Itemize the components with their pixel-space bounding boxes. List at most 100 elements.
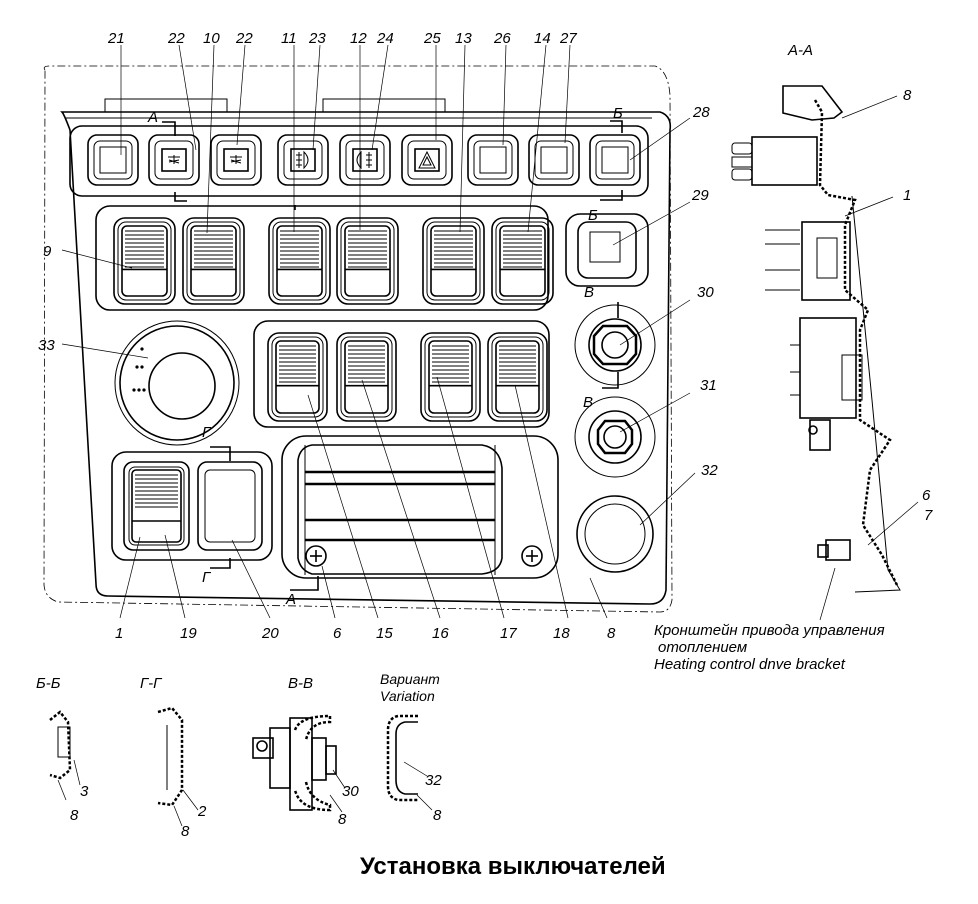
bb-callout-3: 3 xyxy=(80,783,89,800)
variant-label: Вариант Variation xyxy=(380,671,440,705)
callout-23: 23 xyxy=(308,30,326,47)
callout-22: 22 xyxy=(167,30,185,47)
rocker-15[interactable] xyxy=(267,332,328,422)
section-gg-title: Г-Г xyxy=(140,675,163,692)
rocker-12[interactable] xyxy=(336,217,399,305)
rocker-9[interactable] xyxy=(113,217,176,305)
section-bb-view xyxy=(49,710,81,801)
cut-label-v-top: В xyxy=(584,284,594,301)
switch-22[interactable] xyxy=(210,134,262,186)
knob-30[interactable] xyxy=(574,304,656,386)
section-aa-view xyxy=(731,85,901,593)
rocker-14[interactable] xyxy=(491,217,554,305)
front-view-panel xyxy=(43,65,673,613)
bb-callout-8: 8 xyxy=(70,807,79,824)
hazard-triangle-icon xyxy=(414,148,440,172)
section-aa-title: А-А xyxy=(787,42,813,59)
lamp-icon xyxy=(161,148,187,172)
cut-label-v-bottom: В xyxy=(583,394,593,411)
rocker-label-hatch xyxy=(280,230,319,268)
callout-20: 20 xyxy=(261,625,279,642)
page-title: Установка выключателей xyxy=(360,853,666,880)
plug-32 xyxy=(576,495,654,573)
blank-icon xyxy=(540,146,568,174)
rocker-18[interactable] xyxy=(487,332,548,422)
rocker-11[interactable] xyxy=(268,217,331,305)
rocker-label-hatch xyxy=(348,345,385,383)
rocker-label-hatch xyxy=(279,345,316,383)
rocker-10[interactable] xyxy=(182,217,245,305)
callout-18: 18 xyxy=(553,625,570,642)
rocker-label-hatch xyxy=(348,230,387,268)
rocker-label-hatch xyxy=(432,345,469,383)
callout-25: 25 xyxy=(423,30,441,47)
variant-label-en: Variation xyxy=(380,688,435,704)
knob-31[interactable] xyxy=(574,396,656,478)
callout-8: 8 xyxy=(607,625,616,642)
callout-10: 10 xyxy=(203,30,220,47)
callout-13: 13 xyxy=(455,30,472,47)
gg-callout-2: 2 xyxy=(197,803,207,820)
fog-light-front-icon xyxy=(290,148,316,172)
callout-14: 14 xyxy=(534,30,551,47)
aa-callout-1: 1 xyxy=(903,187,911,204)
section-vv-view xyxy=(252,714,346,813)
vv-callout-30: 30 xyxy=(342,783,359,800)
callout-32: 32 xyxy=(701,462,718,479)
cut-label-g-top: Г xyxy=(202,424,212,441)
cut-label-g-bottom: Г xyxy=(202,569,212,586)
callout-28: 28 xyxy=(692,104,710,121)
switch-22[interactable] xyxy=(148,134,200,186)
callout-31: 31 xyxy=(700,377,717,394)
callout-33: 33 xyxy=(38,337,55,354)
rocker-label-hatch xyxy=(434,230,473,268)
variant-callout-8: 8 xyxy=(433,807,442,824)
switch-21[interactable] xyxy=(87,134,139,186)
switch-25[interactable] xyxy=(401,134,453,186)
aa-callout-8: 8 xyxy=(903,87,912,104)
callout-26: 26 xyxy=(493,30,511,47)
callout-6: 6 xyxy=(333,625,342,642)
bracket-caption: Кронштейн привода управления отоплением … xyxy=(654,622,885,673)
callout-12: 12 xyxy=(350,30,367,47)
section-vv-title: В-В xyxy=(288,675,313,692)
blank-icon xyxy=(99,146,127,174)
rocker-16[interactable] xyxy=(336,332,397,422)
variant-label-ru: Вариант xyxy=(380,671,440,687)
lamp-icon xyxy=(223,148,249,172)
variant-callout-32: 32 xyxy=(425,772,442,789)
vv-callout-8: 8 xyxy=(338,811,347,828)
rocker-label-hatch xyxy=(194,230,233,268)
callout-24: 24 xyxy=(376,30,394,47)
switch-23[interactable] xyxy=(277,134,329,186)
rocker-label-hatch xyxy=(125,230,164,268)
callout-9: 9 xyxy=(43,243,52,260)
callout-29: 29 xyxy=(691,187,709,204)
blank-icon xyxy=(601,146,629,174)
section-gg-view xyxy=(157,706,199,827)
bracket-caption-en: Heating control dnve bracket xyxy=(654,656,845,673)
rocker-19[interactable] xyxy=(131,469,182,543)
aa-callout-6: 6 xyxy=(922,487,931,504)
section-bb-title: Б-Б xyxy=(36,675,61,692)
switch-26[interactable] xyxy=(467,134,519,186)
cut-label-a-bottom: А xyxy=(285,591,296,608)
callout-22: 22 xyxy=(235,30,253,47)
cut-label-b-top: Б xyxy=(613,105,623,122)
rocker-13[interactable] xyxy=(422,217,485,305)
rocker-label-hatch xyxy=(503,230,542,268)
callout-16: 16 xyxy=(432,625,449,642)
callout-27: 27 xyxy=(559,30,577,47)
bracket-caption-ru-1: Кронштейн привода управления xyxy=(654,622,885,639)
rocker-label-hatch xyxy=(499,345,536,383)
switch-28[interactable] xyxy=(589,134,641,186)
callout-11: 11 xyxy=(281,30,297,47)
variant-view xyxy=(386,714,433,811)
cut-label-b-mid: Б xyxy=(588,207,598,224)
screw-left xyxy=(305,545,327,567)
switch-24[interactable] xyxy=(339,134,391,186)
rocker-17[interactable] xyxy=(420,332,481,422)
cut-label-a-top: А xyxy=(147,109,158,126)
screw-right xyxy=(521,545,543,567)
